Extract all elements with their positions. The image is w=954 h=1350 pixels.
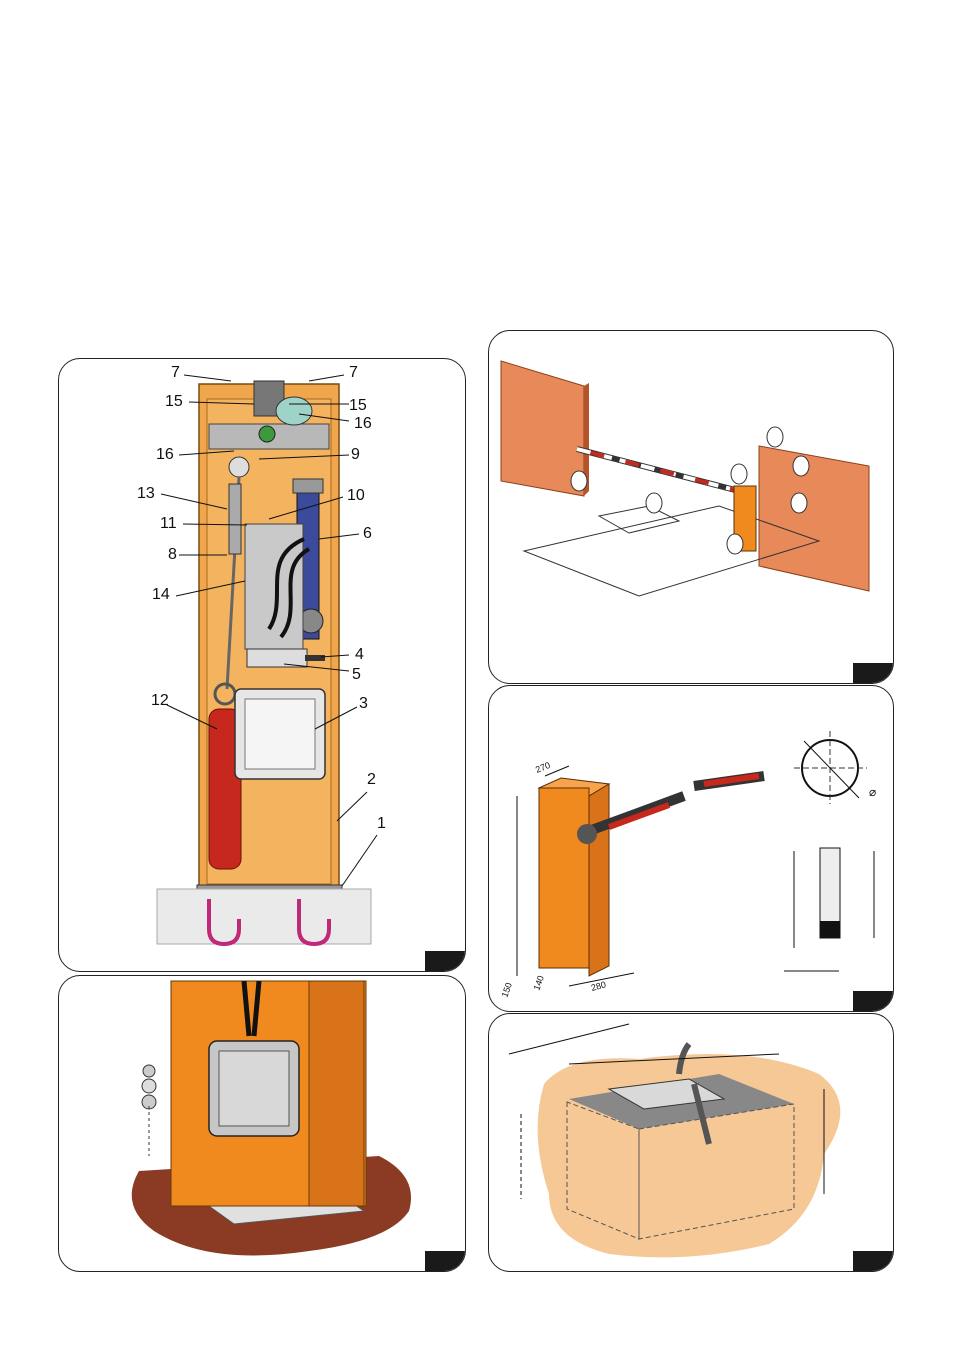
installation-scene-illustration [489,331,894,684]
dim-150: 150 [499,981,514,999]
callout-8: 8 [168,546,177,564]
dimensions-illustration: 270 150 140 280 ⌀ [489,686,894,1012]
figure-number-tag [853,1251,893,1271]
callout-3: 3 [359,695,368,713]
figure-installation-scene [488,330,894,684]
callout-15-right: 15 [349,397,367,415]
figure-number-tag [853,991,893,1011]
cabinet-illustration [59,359,466,972]
figure-number-tag [425,1251,465,1271]
figure-number-tag [425,951,465,971]
callout-16-left: 16 [156,446,174,464]
callout-7-right: 7 [349,364,358,382]
callout-2: 2 [367,771,376,789]
callout-10: 10 [347,487,365,505]
figure-cabinet-internals: 7 7 15 15 16 16 9 13 10 11 6 8 14 4 5 12… [58,358,466,972]
figure-junction-box [58,975,466,1272]
figure-number-tag [853,663,893,683]
callout-5: 5 [352,666,361,684]
junction-box-illustration [59,976,466,1272]
figure-dimensions: 270 150 140 280 ⌀ [488,685,894,1012]
figure-foundation [488,1013,894,1272]
callout-16-right: 16 [354,415,372,433]
callout-11: 11 [160,515,177,533]
callout-6: 6 [363,525,372,543]
diameter-symbol: ⌀ [869,785,876,799]
callout-12: 12 [151,692,169,710]
callout-9: 9 [351,446,360,464]
callout-15-left: 15 [165,393,183,411]
callout-14: 14 [152,586,170,604]
callout-4: 4 [355,646,364,664]
dim-140: 140 [531,974,546,992]
callout-1: 1 [377,815,386,833]
callout-7-left: 7 [171,364,180,382]
foundation-illustration [489,1014,894,1272]
dim-270: 270 [534,760,552,775]
callout-13: 13 [137,485,155,503]
